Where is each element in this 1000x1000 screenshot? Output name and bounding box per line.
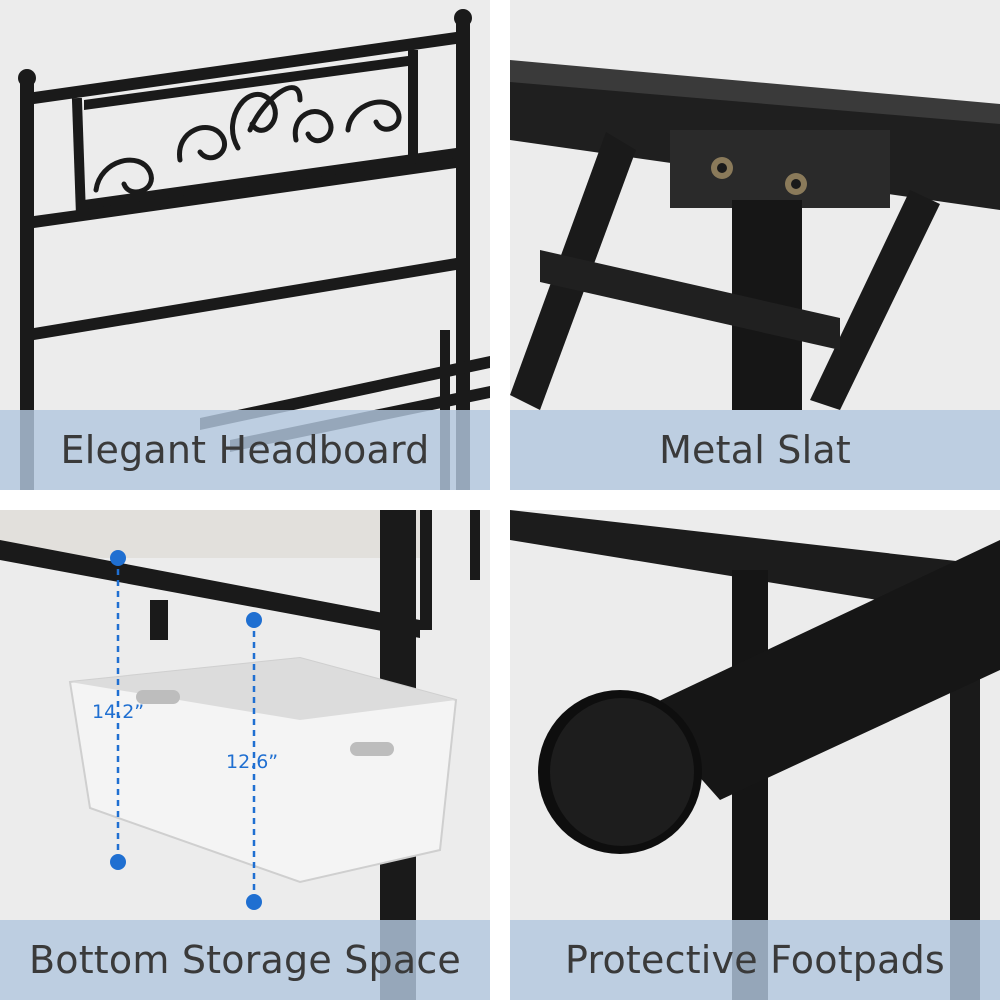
caption-bar: Elegant Headboard <box>0 410 490 490</box>
panel-caption: Elegant Headboard <box>60 428 430 472</box>
panel-caption: Metal Slat <box>659 428 851 472</box>
caption-bar: Bottom Storage Space <box>0 920 490 1000</box>
panel-metal-slat: Metal Slat <box>510 0 1000 490</box>
caption-bar: Protective Footpads <box>510 920 1000 1000</box>
panel-protective-footpads: Protective Footpads <box>510 510 1000 1000</box>
storage-illustration: 14.2” 12.6” <box>0 510 490 1000</box>
metal-slat-illustration <box>510 0 1000 490</box>
panel-caption: Bottom Storage Space <box>28 938 462 982</box>
dimension-label-clearance: 12.6” <box>226 751 278 773</box>
caption-bar: Metal Slat <box>510 410 1000 490</box>
panel-caption: Protective Footpads <box>565 938 945 982</box>
dimension-label-height: 14.2” <box>92 701 144 723</box>
panel-bottom-storage: 14.2” 12.6” Bottom Storage Space <box>0 510 490 1000</box>
panel-elegant-headboard: Elegant Headboard <box>0 0 490 490</box>
